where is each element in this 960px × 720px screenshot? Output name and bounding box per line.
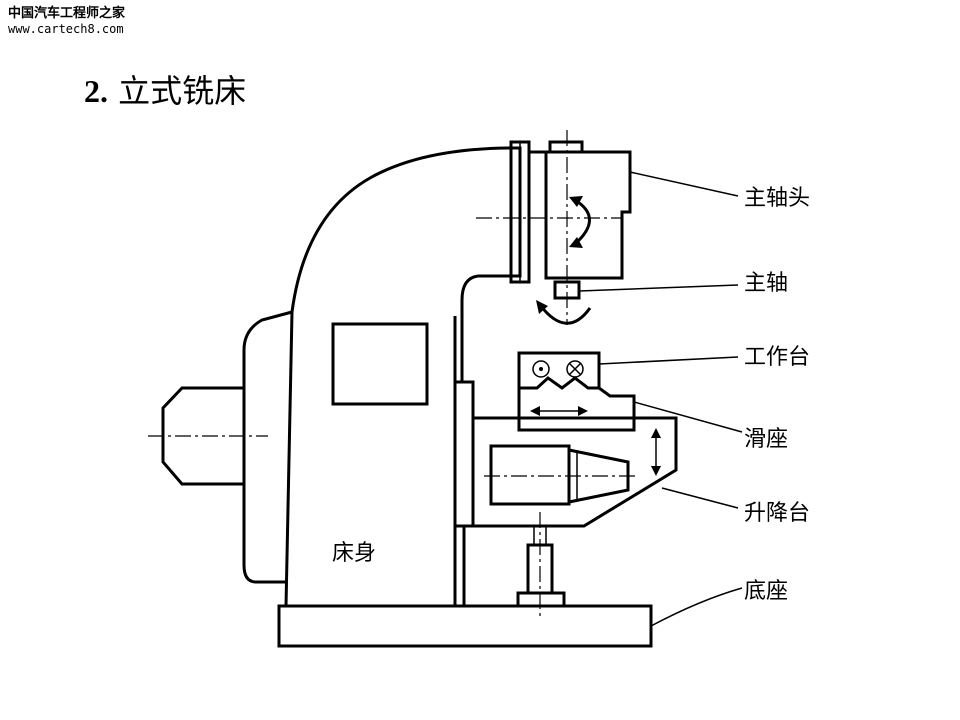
leader-spindle-head (629, 171, 739, 197)
lifting-screw-foot (516, 591, 566, 608)
leader-saddle (633, 401, 743, 433)
motor-cap-shape (161, 386, 244, 486)
spindle-head-swivel-arrow (573, 198, 591, 246)
leader-knee (661, 487, 739, 509)
worktable-cross-line-2 (568, 362, 582, 376)
watermark: 中国汽车工程师之家 www.cartech8.com (8, 6, 125, 36)
knee-cone-shape (567, 448, 630, 504)
worktable-dot-center (539, 367, 543, 371)
watermark-site-name: 中国汽车工程师之家 (8, 6, 126, 21)
leader-worktable (598, 356, 739, 365)
leader-spindle (578, 284, 739, 292)
label-column: 床身 (332, 541, 376, 566)
saddle-arrow-left (530, 406, 540, 416)
worktable-dot-symbol (532, 360, 550, 378)
label-worktable: 工作台 (744, 345, 810, 370)
slide-number: 2. (84, 73, 108, 109)
worktable-shape (517, 351, 601, 390)
base-shape (277, 604, 653, 648)
slide-title: 2. 立式铣床 (84, 66, 246, 112)
watermark-url: www.cartech8.com (8, 21, 124, 36)
saddle-arrow-right (578, 406, 588, 416)
label-base: 底座 (744, 579, 788, 604)
knee-shape (471, 416, 678, 528)
knee-gearbox-shape (489, 444, 571, 506)
swivel-arrow-head-bottom (569, 237, 583, 248)
motor-housing-shape (242, 310, 293, 584)
knee-slide (453, 380, 475, 528)
label-saddle: 滑座 (744, 427, 788, 452)
column-window (331, 322, 429, 406)
label-spindle: 主轴 (744, 271, 788, 296)
saddle-shape (517, 386, 636, 432)
leader-base (650, 587, 743, 627)
knee-arrow-up (651, 428, 661, 438)
slide-title-text: 立式铣床 (118, 72, 247, 110)
spindle-rotation-arrow-head (536, 300, 548, 314)
knee-arrow-down (651, 466, 661, 476)
spindle-shape (553, 280, 581, 300)
worktable-cross-symbol (566, 360, 584, 378)
spindle-rotation-arrow (538, 304, 592, 325)
spindle-head-body (529, 150, 632, 280)
swivel-arrow-head-top (569, 196, 583, 207)
label-knee: 升降台 (744, 501, 810, 526)
column-shape (284, 146, 522, 607)
label-spindle-head: 主轴头 (744, 186, 810, 211)
